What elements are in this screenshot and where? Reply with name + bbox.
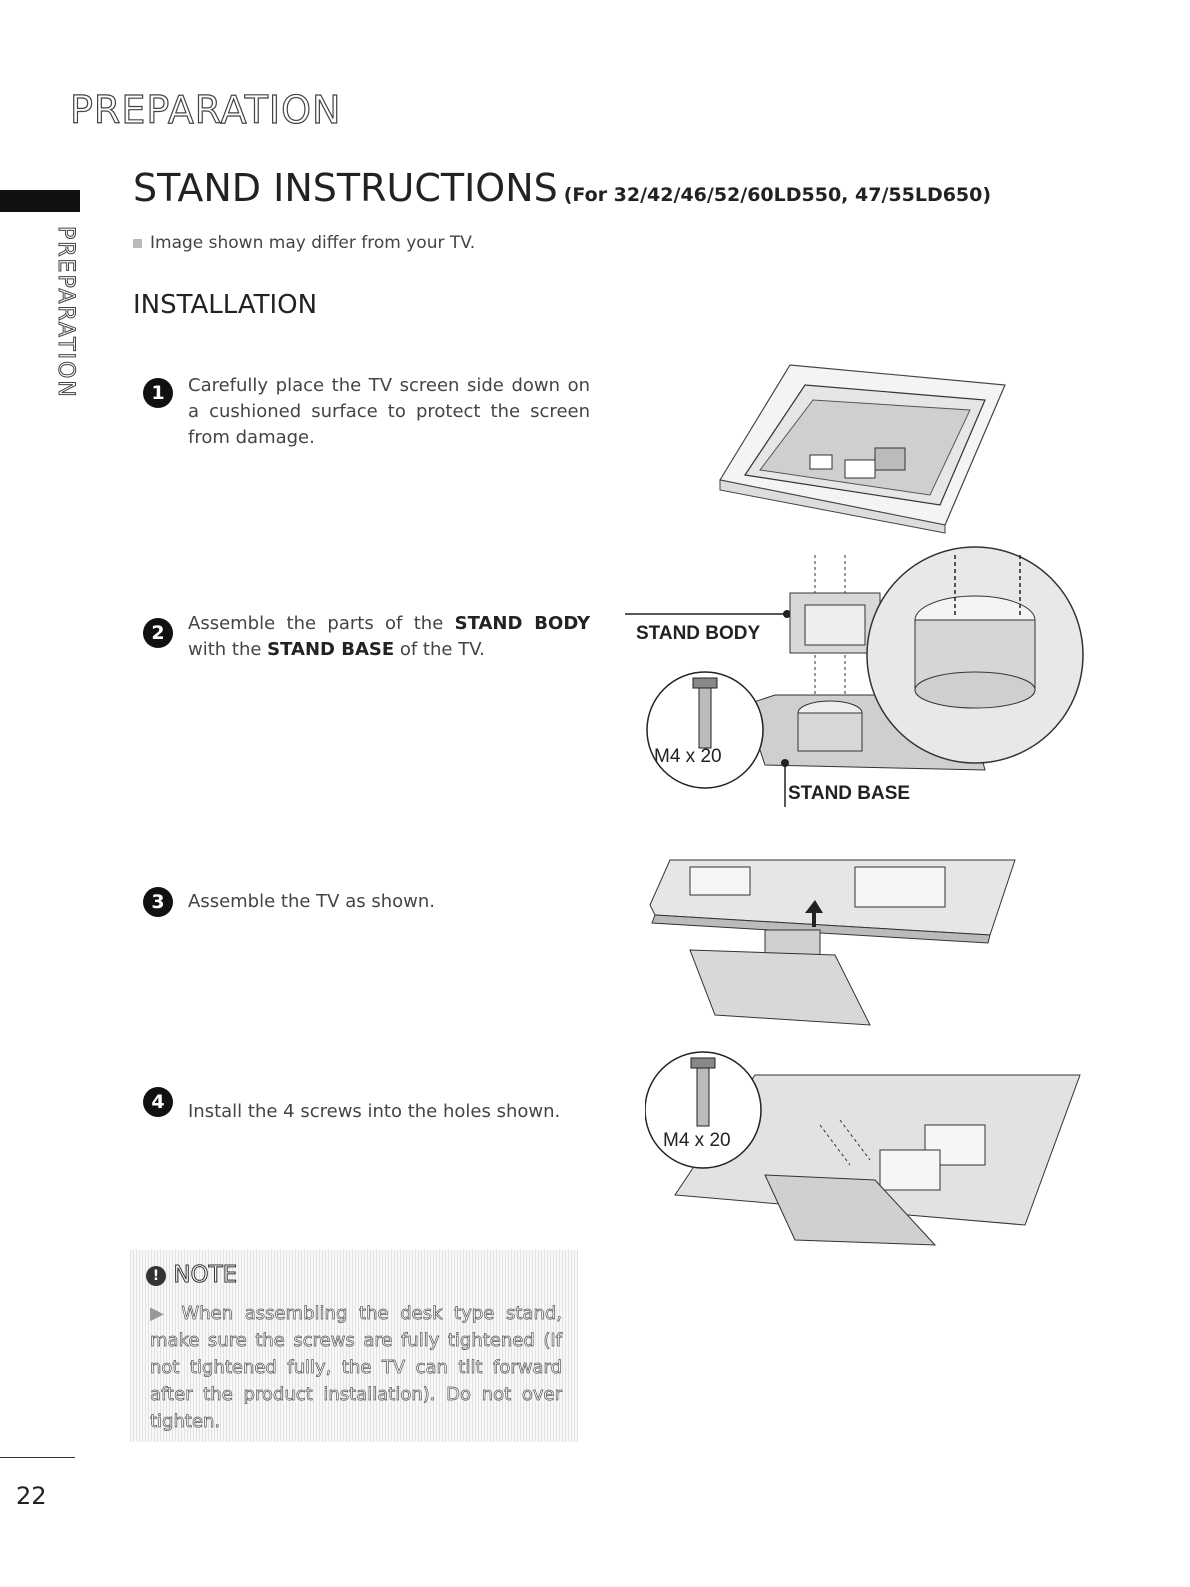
disclaimer-text: Image shown may differ from your TV.	[150, 233, 476, 253]
note-body: When assembling the desk type stand, mak…	[150, 1303, 563, 1433]
page-number: 22	[16, 1482, 47, 1510]
footer-divider	[0, 1457, 75, 1458]
stand-body-label: STAND BODY	[636, 623, 761, 644]
note-title: NOTE	[173, 1262, 238, 1289]
step-4-number: 4	[143, 1087, 173, 1117]
step-2-text-part: Assemble the parts of the	[188, 613, 455, 634]
figure-install-screws	[645, 1051, 1081, 1246]
page-heading: STAND INSTRUCTIONS(For 32/42/46/52/60LD5…	[133, 166, 991, 210]
figure-tv-face-down	[719, 364, 1006, 534]
note-box	[130, 1250, 578, 1442]
heading-models: (For 32/42/46/52/60LD550, 47/55LD650)	[563, 184, 992, 206]
step-2-strong-stand-body: STAND BODY	[454, 613, 590, 634]
installation-heading: INSTALLATION	[133, 290, 318, 320]
figure-assemble-tv	[649, 859, 1016, 1026]
step-1-number: 1	[143, 378, 173, 408]
screw-size-label: M4 x 20	[654, 746, 722, 767]
step-3-text: Assemble the TV as shown.	[188, 891, 435, 912]
note-text: ▶ When assembling the desk type stand, m…	[150, 1300, 563, 1435]
step-2-strong-stand-base: STAND BASE	[267, 639, 395, 660]
step-3-number: 3	[143, 887, 173, 917]
heading-title: STAND INSTRUCTIONS	[133, 166, 558, 210]
section-title: PREPARATION	[69, 87, 342, 132]
note-heading: ! NOTE	[146, 1262, 238, 1289]
step-2-number: 2	[143, 618, 173, 648]
disclaimer: Image shown may differ from your TV.	[133, 233, 475, 253]
step-2-text: Assemble the parts of the STAND BODY wit…	[188, 611, 590, 663]
screw-size-label-step4: M4 x 20	[663, 1130, 731, 1151]
note-bullet-icon: ▶	[150, 1303, 170, 1324]
stand-base-label: STAND BASE	[788, 783, 911, 804]
step-2-text-part: of the TV.	[394, 639, 485, 660]
side-section-label: PREPARATION	[53, 226, 79, 400]
step-2-text-part: with the	[188, 639, 268, 660]
note-info-icon: !	[146, 1266, 166, 1286]
step-4-text: Install the 4 screws into the holes show…	[188, 1101, 561, 1122]
bullet-square-icon	[133, 239, 142, 248]
side-tab-marker	[0, 190, 80, 212]
step-1-text: Carefully place the TV screen side down …	[188, 375, 590, 448]
figure-stand-assembly	[625, 546, 1084, 807]
